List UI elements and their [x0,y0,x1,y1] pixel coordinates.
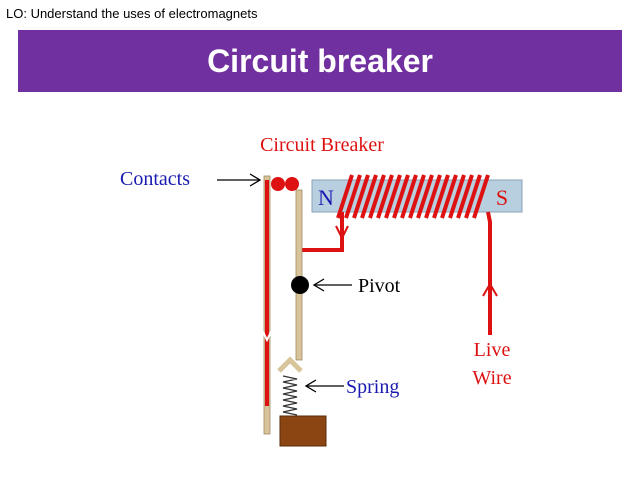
coil-wire-arrow [335,225,349,241]
pivot-point [291,276,309,294]
contact-left [271,177,285,191]
title-banner: Circuit breaker [18,30,622,92]
fixed-rod-arrow [260,327,274,343]
fixed-rod-wire [265,180,269,406]
contacts-label: Contacts [120,168,190,190]
live-label-line1: Live [474,339,511,361]
contact-right [285,177,299,191]
spring [282,375,298,416]
slide-title: Circuit breaker [207,42,433,79]
electromagnet-coil [336,174,490,219]
spring-base [279,415,327,447]
live-label-line2: Wire [472,367,511,389]
spring-latch [277,356,303,373]
pivot-arm [295,189,303,361]
coil-to-arm-wire [302,212,344,252]
live-wire-arrow [482,282,498,297]
spring-label: Spring [346,376,399,398]
south-pole-label: S [496,185,508,210]
spring-pointer-arrow [304,379,344,393]
pivot-label: Pivot [358,275,401,297]
diagram-title: Circuit Breaker [260,134,384,156]
north-pole-label: N [318,185,334,210]
learning-objective: LO: Understand the uses of electromagnet… [6,6,258,21]
live-wire [486,211,492,335]
contacts-pointer-arrow [217,173,262,187]
pivot-pointer-arrow [312,278,352,292]
